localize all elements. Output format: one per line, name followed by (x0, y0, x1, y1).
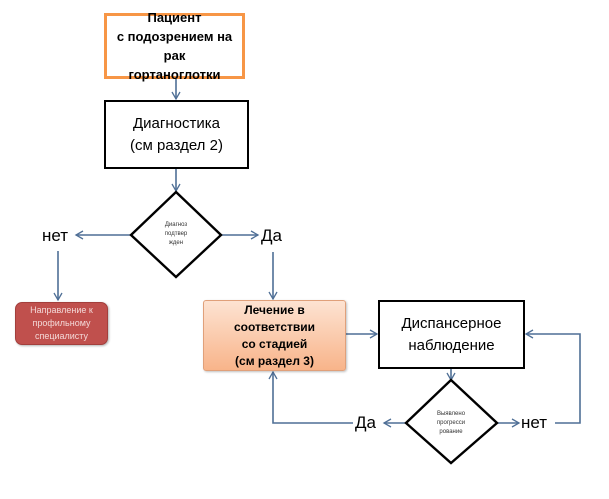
label-diagnosis-yes: Да (261, 226, 282, 245)
edge-yes-to-treatment-loop (268, 370, 353, 424)
decision-diagnosis-line-2: подтвер (164, 231, 188, 237)
label-diagnosis-no: нет (42, 226, 69, 245)
process-node-diagnostics: Диагностика (см раздел 2) (104, 100, 249, 169)
label-progression-no: нет (521, 413, 548, 432)
dispensary-line-2: наблюдение (408, 336, 495, 354)
referral-line-1: Направление к (30, 305, 93, 315)
treatment-line-2: со стадией (241, 336, 308, 351)
decision-progression-line-1: Выявлено (436, 411, 466, 417)
decision-diagnosis-line-3: жден (168, 240, 184, 246)
label-progression-yes: Да (355, 413, 376, 432)
referral-line-3: специалисту (34, 331, 89, 341)
decision-progression-text: Выявлено прогресси рование (426, 410, 476, 437)
dispensary-line-1: Диспансерное (401, 314, 502, 332)
decision-progression-line-2: прогресси (436, 420, 466, 426)
decision-diagnosis-diamond (129, 190, 223, 279)
diagnostics-line-2: (см раздел 2) (130, 136, 223, 154)
process-node-dispensary: Диспансерное наблюдение (378, 300, 525, 369)
edge-no-to-dispensary-loop (524, 329, 581, 424)
decision-diagnosis-text: Диагноз подтвер жден (151, 221, 201, 248)
decision-progression-line-3: рование (439, 429, 463, 435)
referral-line-2: профильному (32, 318, 91, 328)
decision-progression-diamond (404, 378, 499, 465)
start-line-1: Пациент (147, 10, 202, 25)
process-node-treatment: Лечение в соответствии со стадией (см ра… (203, 300, 346, 371)
decision-diagnosis-line-1: Диагноз (164, 222, 188, 228)
start-line-2: с подозрением на рак (116, 29, 233, 63)
treatment-line-3: (см раздел 3) (235, 353, 314, 368)
start-node-patient: Пациент с подозрением на рак гортаноглот… (104, 10, 245, 82)
terminal-node-referral: Направление к профильному специалисту (15, 302, 108, 345)
diagnostics-line-1: Диагностика (133, 114, 220, 132)
treatment-line-1: Лечение в соответствии (233, 302, 316, 334)
start-line-3: гортаноглотки (128, 67, 221, 82)
